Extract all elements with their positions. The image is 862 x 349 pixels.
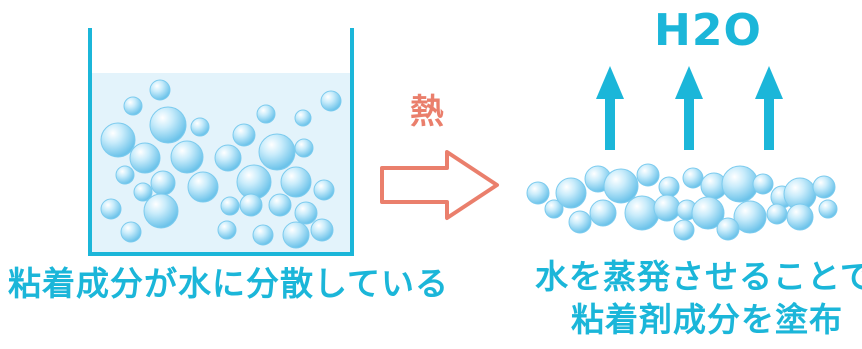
container-wall (88, 28, 354, 256)
vapor-arrows (596, 66, 783, 150)
particle-bubble (252, 224, 274, 246)
particle-bubble (658, 176, 680, 198)
particle-bubble (624, 195, 660, 231)
particle-bubble (143, 193, 179, 229)
particle-bubble (220, 196, 240, 216)
heat-label: 熱 (410, 92, 444, 132)
particle-bubble (282, 221, 310, 249)
particle-bubble (653, 194, 681, 222)
heat-arrow (380, 150, 499, 220)
particle-bubble (603, 168, 639, 204)
particle-bubble (555, 177, 587, 209)
particle-bubble (123, 96, 143, 116)
vapor-arrow (675, 66, 703, 150)
particle-bubble (544, 199, 564, 219)
particle-bubble (752, 173, 774, 195)
particle-bubble (187, 171, 219, 203)
right-caption-line2: 粘着剤成分を塗布 (571, 300, 843, 339)
particle-bubble (268, 193, 292, 217)
particle-bubble (691, 196, 725, 230)
particle-bubble (115, 165, 135, 185)
particle-bubble (190, 117, 210, 137)
particle-bubble (673, 219, 695, 241)
particle-bubble (100, 122, 136, 158)
particle-bubble (812, 175, 836, 199)
particle-bubble (149, 79, 171, 101)
particle-bubble (120, 221, 142, 243)
particle-bubble (294, 109, 312, 127)
particle-bubble (716, 217, 740, 241)
particle-bubble (100, 198, 122, 220)
particle-bubble (526, 181, 550, 205)
particle-bubble (589, 199, 617, 227)
particle-bubble (280, 166, 312, 198)
left-caption: 粘着成分が水に分散している (8, 264, 450, 303)
particle-bubble (682, 167, 704, 189)
particle-bubble (294, 201, 318, 225)
particle-bubble (133, 182, 153, 202)
particle-bubble (258, 133, 296, 171)
particle-bubble (636, 163, 660, 187)
particle-bubble (149, 106, 187, 144)
particle-bubble (818, 199, 838, 219)
particle-bubble (766, 203, 788, 225)
particle-bubble (239, 193, 263, 217)
right-caption-line1: 水を蒸発させることで (535, 257, 862, 296)
particle-bubble (214, 144, 242, 172)
h2o-label: H2O (654, 5, 762, 56)
particle-bubble (129, 142, 161, 174)
particle-bubble (733, 200, 767, 234)
particle-bubble (786, 203, 814, 231)
particle-bubble (313, 179, 335, 201)
dispersed-adhesive-particles (100, 79, 342, 249)
particle-bubble (256, 104, 276, 124)
coated-adhesive-layer (526, 163, 838, 241)
particle-bubble (320, 90, 342, 112)
particle-bubble (232, 123, 256, 147)
particle-bubble (217, 220, 237, 240)
vapor-arrow (596, 66, 624, 150)
particle-bubble (150, 170, 176, 196)
particle-bubble (310, 218, 334, 242)
vapor-arrow (755, 66, 783, 150)
particle-bubble (294, 138, 314, 158)
particle-bubble (568, 210, 592, 234)
particle-bubble (170, 140, 204, 174)
